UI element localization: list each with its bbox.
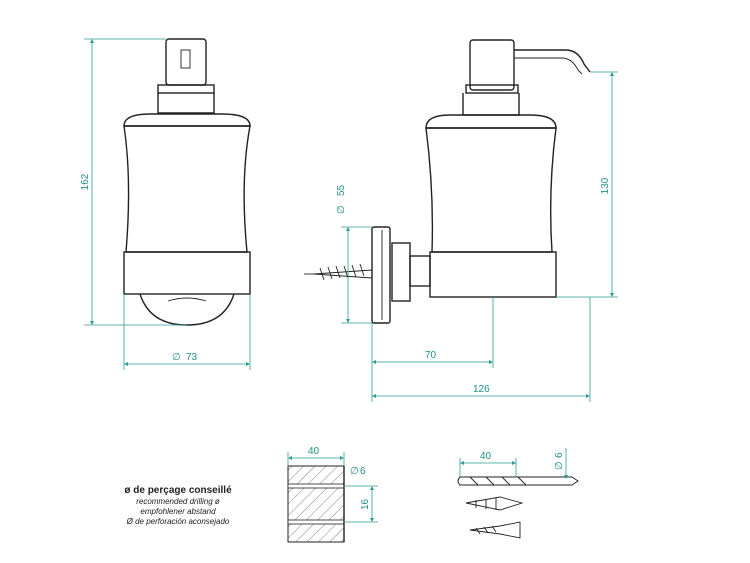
drill-section-view: 40 ∅ 6 16 bbox=[287, 446, 378, 543]
side-pump-collar bbox=[465, 84, 519, 94]
front-view bbox=[123, 38, 251, 326]
side-glass-body bbox=[425, 127, 557, 253]
diameter-73-symbol: ∅ bbox=[172, 352, 181, 363]
front-shoulder bbox=[123, 113, 251, 127]
diameter-55-label: 55 bbox=[336, 184, 347, 196]
wall-section bbox=[287, 465, 345, 543]
side-spout-inner bbox=[514, 57, 583, 75]
depth-126-label: 126 bbox=[473, 384, 490, 395]
drill-diameter-left-symbol: ∅ bbox=[350, 466, 359, 477]
diameter-73-label: 73 bbox=[186, 352, 198, 363]
drilling-legend: ø de perçage conseillé recommended drill… bbox=[108, 484, 248, 527]
side-wall-rosette bbox=[371, 226, 391, 324]
front-dimensions: 162 ∅ 73 bbox=[80, 38, 251, 370]
height-162-label: 162 bbox=[80, 173, 91, 190]
front-glass-body bbox=[123, 125, 251, 253]
drill-diameter-left-label: 6 bbox=[360, 466, 366, 477]
side-screw bbox=[313, 269, 373, 279]
drill-bit bbox=[457, 476, 579, 486]
legend-en: recommended drilling ø bbox=[136, 497, 220, 506]
drill-bit-view: 40 ∅ 6 bbox=[457, 448, 579, 539]
side-arm bbox=[409, 255, 431, 287]
drill-depth-right-label: 40 bbox=[480, 451, 492, 462]
side-shoulder bbox=[425, 114, 557, 129]
projection-70-label: 70 bbox=[425, 350, 437, 361]
side-spout bbox=[514, 49, 591, 73]
screw-detail bbox=[469, 521, 521, 539]
hole-spacing-label: 16 bbox=[360, 498, 371, 510]
side-view bbox=[304, 39, 591, 324]
side-mount-block bbox=[391, 242, 411, 302]
side-holder-ring bbox=[429, 251, 557, 298]
diameter-55-symbol: ∅ bbox=[336, 205, 347, 214]
height-130-label: 130 bbox=[600, 177, 611, 194]
front-holder-ring bbox=[123, 251, 251, 295]
front-pump-head bbox=[165, 38, 207, 86]
drill-depth-left-label: 40 bbox=[308, 446, 320, 457]
legend-de: empfohlener abstand bbox=[140, 507, 216, 516]
side-dimensions: 130 ∅ 55 70 126 bbox=[336, 71, 618, 402]
front-pump-slot bbox=[180, 49, 191, 69]
legend-fr: ø de perçage conseillé bbox=[124, 485, 232, 496]
front-pump-collar bbox=[157, 84, 215, 94]
side-neck bbox=[462, 93, 520, 116]
drill-diameter-right-symbol: ∅ bbox=[554, 461, 565, 470]
front-neck bbox=[157, 93, 215, 114]
legend-es: Ø de perforación aconsejado bbox=[126, 517, 230, 526]
wall-plug bbox=[465, 496, 524, 511]
drill-diameter-right-label: 6 bbox=[554, 452, 565, 458]
front-rosette-inner bbox=[167, 297, 207, 302]
front-rosette bbox=[139, 293, 235, 326]
side-pump-head bbox=[469, 39, 515, 91]
